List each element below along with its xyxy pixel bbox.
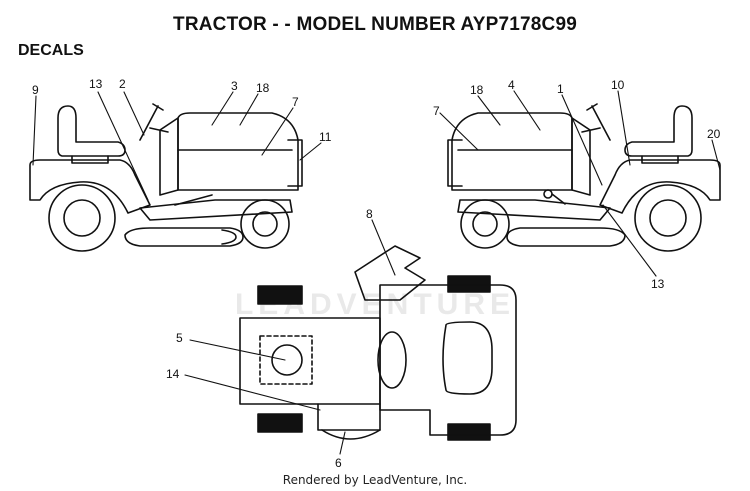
tractor-left-side-view xyxy=(29,103,303,252)
right-front-wheel xyxy=(460,199,510,249)
callout-left-7: 7 xyxy=(292,95,299,109)
top-seat xyxy=(442,321,493,395)
callout-right-18: 18 xyxy=(470,83,484,97)
top-tire-rear-upper xyxy=(447,275,491,293)
left-seat xyxy=(57,105,126,157)
top-seat-back xyxy=(354,245,426,301)
tractor-right-side-view xyxy=(447,103,721,252)
page-title: TRACTOR - - MODEL NUMBER AYP7178C99 xyxy=(173,14,577,35)
top-body xyxy=(379,284,517,436)
callout-top-8: 8 xyxy=(366,207,373,221)
right-rear-wheel xyxy=(634,184,702,252)
callout-right-1: 1 xyxy=(557,82,564,96)
footer-credit: Rendered by LeadVenture, Inc. xyxy=(282,473,468,487)
callout-left-9: 9 xyxy=(32,83,39,97)
section-heading: DECALS xyxy=(18,42,84,59)
right-steering xyxy=(581,103,611,141)
callout-left-13: 13 xyxy=(89,77,103,91)
callout-left-11: 11 xyxy=(319,130,332,144)
callout-right-13: 13 xyxy=(651,277,665,291)
right-hood xyxy=(451,112,573,191)
right-seat xyxy=(624,105,693,157)
top-tire-rear-lower xyxy=(447,423,491,441)
left-mower-deck xyxy=(124,227,244,247)
left-front-wheel xyxy=(240,199,290,249)
left-rear-body xyxy=(29,159,151,214)
left-steering xyxy=(139,103,169,141)
top-tire-front-upper xyxy=(257,285,303,305)
callout-top-6: 6 xyxy=(335,456,342,470)
callout-right-7: 7 xyxy=(433,104,440,118)
callout-top-14: 14 xyxy=(166,367,180,381)
callout-left-3: 3 xyxy=(231,79,238,93)
right-rear-body xyxy=(599,159,721,214)
callout-right-10: 10 xyxy=(611,78,625,92)
top-hood xyxy=(239,317,381,405)
callout-right-4: 4 xyxy=(508,78,515,92)
callout-right-20: 20 xyxy=(707,127,721,141)
callout-left-2: 2 xyxy=(119,77,126,91)
callout-left-18: 18 xyxy=(256,81,270,95)
top-decal-area xyxy=(259,335,313,385)
left-hood xyxy=(177,112,299,191)
tractor-top-view xyxy=(239,245,517,441)
left-rear-wheel xyxy=(48,184,116,252)
callout-top-5: 5 xyxy=(176,331,183,345)
top-tire-front-lower xyxy=(257,413,303,433)
right-mower-deck xyxy=(506,227,626,247)
